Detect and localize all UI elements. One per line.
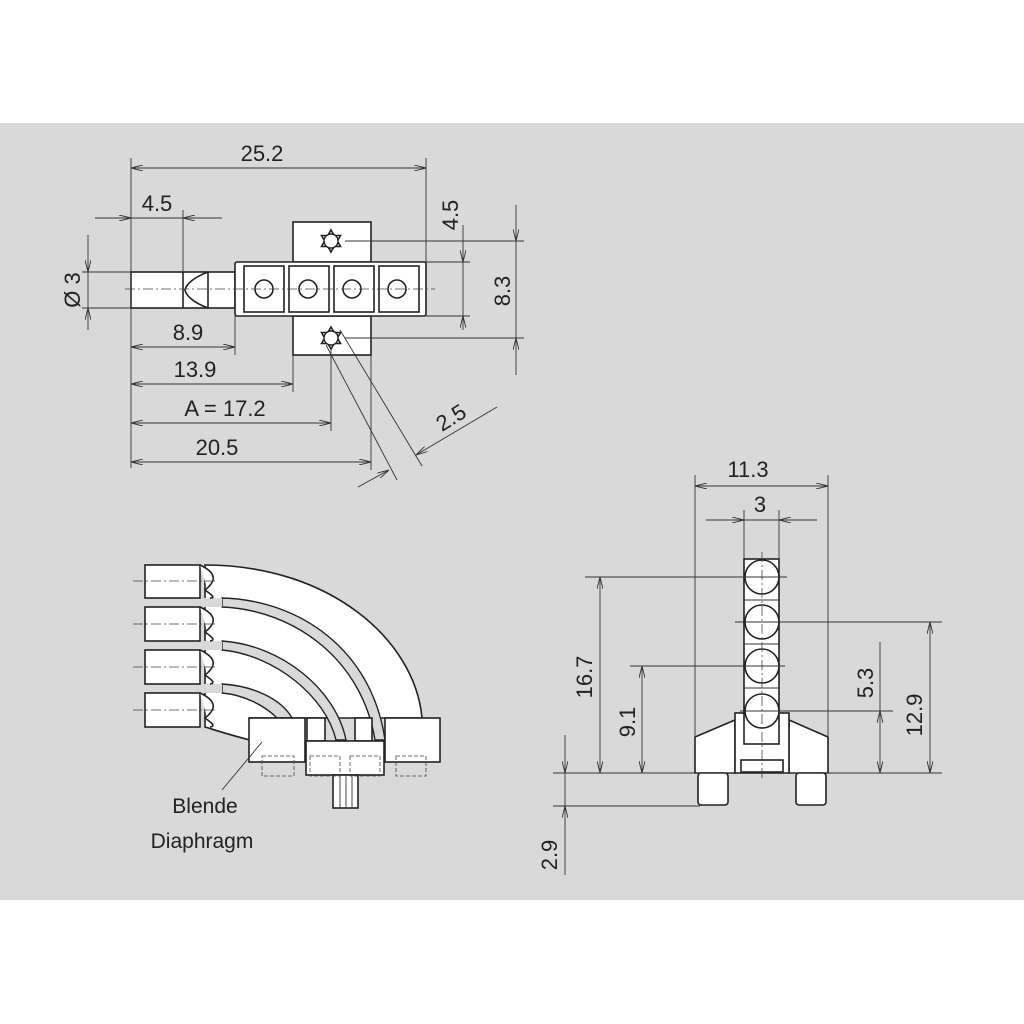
diaphragm-label-en: Diaphragm (151, 830, 254, 853)
side-view: Blende Diaphragm (133, 564, 441, 853)
dim-tab-end: 20.5 (196, 435, 239, 460)
dimension-lines (82, 158, 524, 488)
diaphragm-label-de: Blende (172, 795, 237, 818)
housing-blocks (248, 717, 441, 809)
dimension-lines (553, 475, 942, 875)
dim-block-start: 8.9 (173, 320, 204, 345)
dim-top-led-height: 16.7 (572, 656, 597, 699)
dim-a: A = 17.2 (184, 396, 265, 421)
top-view: 25.2 4.5 Ø 3 4.5 8.3 8.9 13.9 A = 17.2 2… (60, 141, 524, 488)
dim-diameter: Ø 3 (60, 272, 85, 307)
light-guide-tubes (133, 564, 215, 728)
front-view: 11.3 3 16.7 9.1 5.3 12.9 2.9 (537, 457, 942, 875)
dim-width: 11.3 (727, 457, 768, 482)
dim-second-led-height: 12.9 (902, 694, 927, 737)
dim-third-led-height: 9.1 (615, 707, 640, 738)
dim-column-width: 3 (754, 492, 766, 517)
dim-tab-start: 13.9 (174, 357, 217, 382)
dim-pin-tip: 4.5 (142, 191, 173, 216)
dim-total-length: 25.2 (241, 141, 284, 166)
dim-pin-length: 2.9 (537, 840, 562, 871)
dim-bottom-led-height: 5.3 (853, 668, 878, 699)
drawing-background (0, 123, 1024, 900)
dim-tab-offset: 4.5 (438, 200, 463, 231)
dim-star-spacing: 8.3 (490, 276, 515, 307)
